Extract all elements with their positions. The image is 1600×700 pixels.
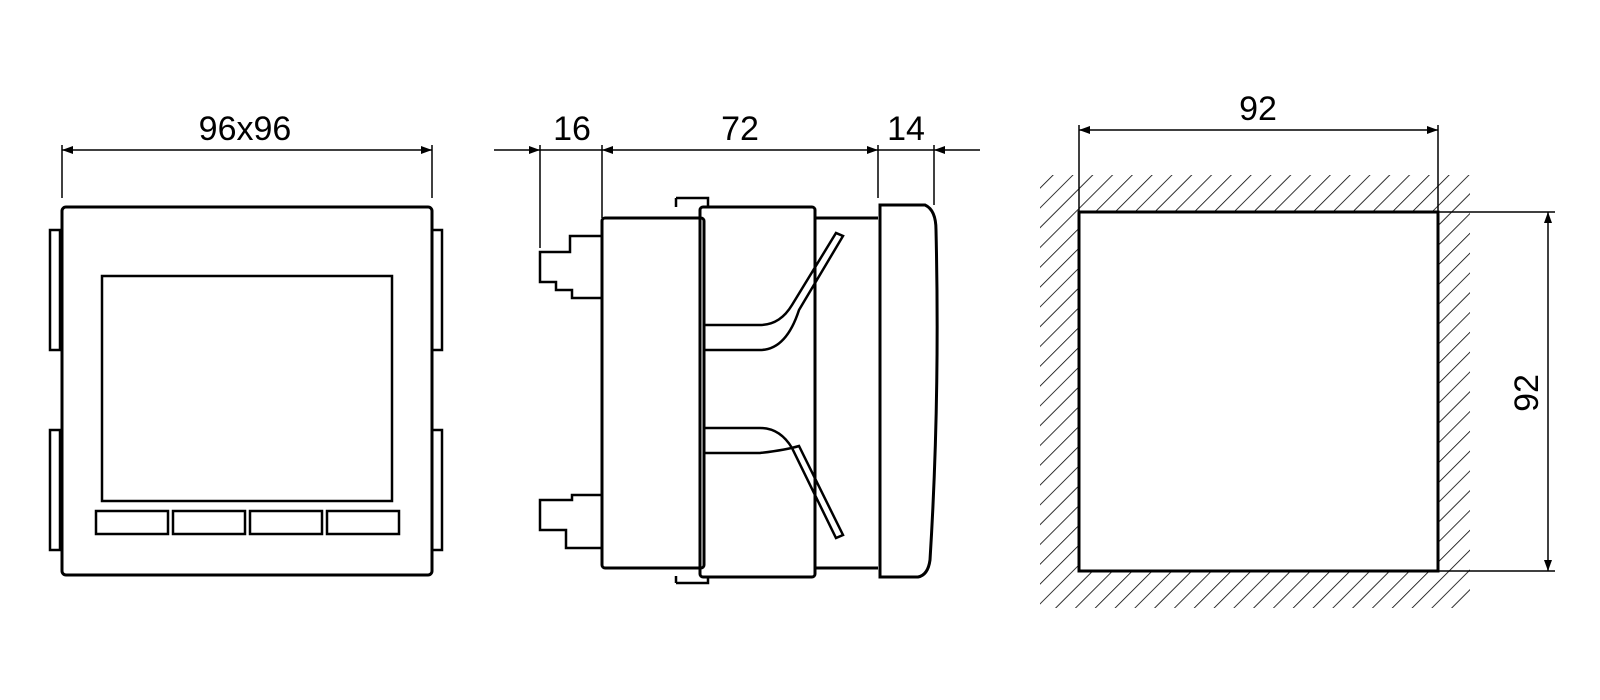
- side-view: [494, 145, 980, 585]
- side-bezel: [878, 203, 939, 579]
- front-view: [48, 145, 444, 577]
- front-button-1: [94, 509, 170, 536]
- clip-left-top: [48, 228, 62, 352]
- spring-clip-bottom: [704, 426, 845, 540]
- meter-bezel: [60, 205, 434, 577]
- mounting-frame: [698, 205, 817, 579]
- clip-left-bottom: [48, 428, 62, 552]
- cutout-height-label: 92: [1508, 374, 1546, 412]
- bezel-depth-label: 14: [887, 110, 925, 148]
- body-depth-label: 72: [721, 110, 759, 148]
- frame-tab-bottom: [674, 576, 710, 585]
- front-button-4: [325, 509, 401, 536]
- terminal-block-bottom: [538, 493, 602, 550]
- front-button-2: [171, 509, 247, 536]
- display-window: [100, 274, 394, 503]
- cutout-view: [1040, 125, 1555, 608]
- cutout-width-label: 92: [1239, 90, 1277, 128]
- panel-cutout: [1077, 210, 1440, 573]
- front-width-label: 96x96: [199, 110, 292, 148]
- terminal-depth-label: 16: [553, 110, 591, 148]
- front-button-3: [248, 509, 324, 536]
- terminal-block-top: [538, 234, 602, 300]
- frame-tab-top: [674, 196, 710, 207]
- spring-clip-top: [704, 231, 845, 352]
- housing-body: [600, 216, 706, 570]
